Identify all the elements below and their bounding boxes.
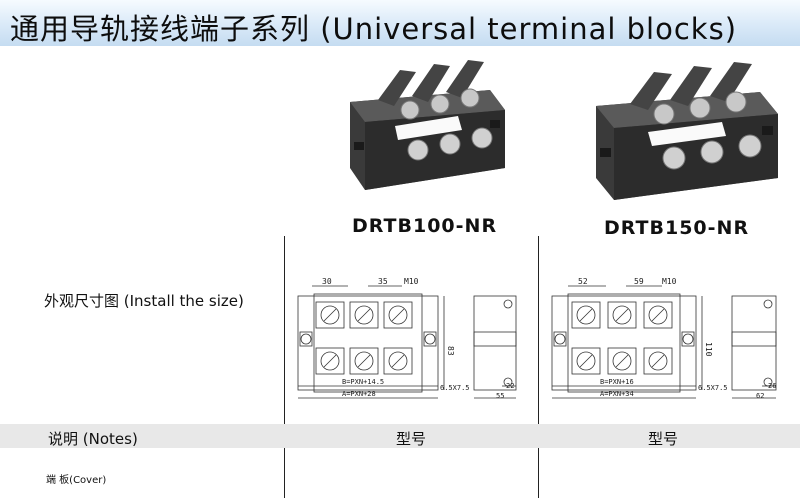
dim-rail-text: 6.5X7.5 bbox=[440, 384, 470, 392]
dim-a-text: A=PXN+34 bbox=[600, 390, 634, 398]
dim-rail-text: 6.5X7.5 bbox=[698, 384, 728, 392]
dim-screw-text: M10 bbox=[404, 277, 419, 286]
dim-pitch-text: 52 bbox=[578, 277, 588, 286]
product-photo-drtb100 bbox=[340, 50, 510, 200]
dim-height-text: 110 bbox=[704, 342, 713, 357]
type-label-1: 型号 bbox=[396, 430, 427, 448]
notes-band bbox=[0, 424, 800, 448]
page-header: 通用导轨接线端子系列 (Universal terminal blocks) bbox=[0, 0, 800, 46]
dim-pitch2-text: 59 bbox=[634, 277, 644, 286]
dim-pitch2-text: 35 bbox=[378, 277, 388, 286]
dimension-drawing-drtb150: 52 59 M10 110 B=PXN+16 A=PXN+34 6.5X7.5 … bbox=[546, 272, 796, 406]
column-divider-left bbox=[284, 236, 285, 498]
dim-b-text: B=PXN+16 bbox=[600, 378, 634, 386]
product-photo-drtb150 bbox=[588, 50, 783, 210]
model-label-drtb150: DRTB150-NR bbox=[604, 217, 750, 239]
column-divider-mid bbox=[538, 236, 539, 498]
dim-screw-text: M10 bbox=[662, 277, 677, 286]
dim-side-depth-text: 62 bbox=[756, 392, 764, 400]
dimension-drawing-drtb100: 30 35 M10 83 B=PXN+14.5 A=PXN+28 6.5X7.5… bbox=[292, 272, 532, 406]
dim-b-text: B=PXN+14.5 bbox=[342, 378, 384, 386]
dim-side-w-text: 22 bbox=[506, 382, 514, 390]
type-label-2: 型号 bbox=[648, 430, 679, 448]
page-title: 通用导轨接线端子系列 (Universal terminal blocks) bbox=[10, 12, 738, 46]
install-size-label: 外观尺寸图 (Install the size) bbox=[44, 292, 244, 310]
dim-a-text: A=PXN+28 bbox=[342, 390, 376, 398]
dim-pitch-text: 30 bbox=[322, 277, 332, 286]
cover-label: 端 板(Cover) bbox=[46, 475, 107, 486]
dim-side-w-text: 26 bbox=[768, 382, 776, 390]
notes-label: 说明 (Notes) bbox=[48, 430, 138, 448]
model-label-drtb100: DRTB100-NR bbox=[352, 215, 498, 237]
dim-height-text: 83 bbox=[446, 346, 455, 356]
dim-side-depth-text: 55 bbox=[496, 392, 504, 400]
